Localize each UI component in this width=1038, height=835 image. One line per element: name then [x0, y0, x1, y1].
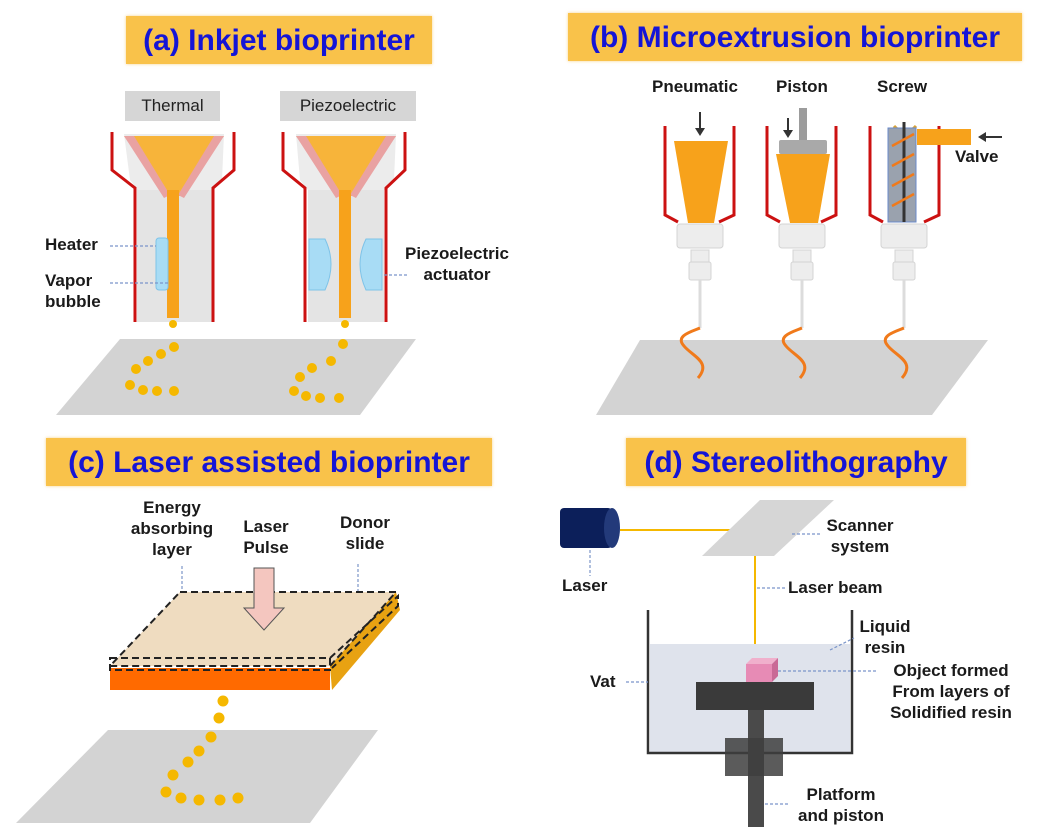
- substrate-plate: [56, 339, 416, 415]
- arrow-left-icon: [978, 132, 986, 142]
- thermal-nozzle: [110, 132, 236, 328]
- laser-source: [560, 508, 620, 576]
- label-object-formed: Object formed From layers of Solidified …: [890, 661, 1012, 722]
- label-vapor-bubble: Vapor bubble: [45, 271, 101, 311]
- substrate-plate: [16, 730, 378, 823]
- droplets: [160, 695, 244, 806]
- panel-b-title: (b) Microextrusion bioprinter: [568, 13, 1022, 61]
- piezo-actuator-left: [308, 238, 332, 291]
- label-piston: Piston: [776, 77, 828, 96]
- donor-slide-side: [330, 592, 400, 690]
- screw-syringe: [868, 122, 1002, 379]
- stereolithography-diagram: [560, 500, 876, 827]
- bioink-layer: [110, 668, 330, 690]
- piezo-actuator-right: [359, 238, 383, 291]
- panel-laser-assisted: (c) Laser assisted bioprinter Energy abs…: [0, 420, 520, 835]
- label-laser: Laser: [562, 576, 608, 595]
- formed-object: [746, 664, 772, 682]
- label-valve: Valve: [955, 147, 999, 166]
- panel-inkjet: (a) Inkjet bioprinter Thermal Piezoelect…: [0, 0, 520, 420]
- label-heater: Heater: [45, 235, 98, 254]
- label-scanner-system: Scanner system: [826, 516, 894, 556]
- subtype-piezoelectric: Piezoelectric: [280, 91, 416, 121]
- panel-c-title: (c) Laser assisted bioprinter: [46, 438, 492, 486]
- panel-microextrusion: (b) Microextrusion bioprinter Pneumatic …: [520, 0, 1038, 420]
- label-donor-slide: Donor slide: [339, 513, 391, 553]
- label-laser-beam: Laser beam: [788, 578, 883, 597]
- inkjet-diagram: [56, 132, 416, 415]
- label-energy-absorbing-layer: Energy absorbing layer: [130, 498, 214, 559]
- laser-assisted-diagram: [16, 564, 400, 823]
- piston-syringe: [765, 108, 838, 379]
- scanner-mirror: [702, 500, 834, 556]
- panel-d-title: (d) Stereolithography: [626, 438, 966, 486]
- label-piezoelectric-actuator: Piezoelectric actuator: [405, 244, 509, 284]
- label-laser-pulse: Laser Pulse: [243, 517, 289, 557]
- pneumatic-syringe: [663, 112, 736, 379]
- substrate-plate: [596, 340, 988, 415]
- label-screw: Screw: [877, 77, 928, 96]
- arrow-down-icon: [695, 128, 705, 136]
- label-vat: Vat: [590, 672, 616, 691]
- piezo-nozzle: [281, 132, 408, 328]
- label-pneumatic: Pneumatic: [652, 77, 738, 96]
- droplets-thermal: [125, 342, 179, 396]
- arrow-down-icon: [783, 130, 793, 138]
- label-liquid-resin: Liquid resin: [859, 617, 911, 657]
- panel-a-title: (a) Inkjet bioprinter: [126, 16, 432, 64]
- laser-pulse-arrow-icon: [242, 567, 286, 631]
- panel-stereolithography: (d) Stereolithography Lase: [520, 420, 1038, 835]
- droplets-piezo: [289, 339, 348, 403]
- donor-slide-top: [110, 592, 396, 666]
- heater-element: [155, 237, 169, 291]
- valve-inlet: [917, 129, 971, 145]
- microextrusion-diagram: [596, 108, 1002, 415]
- piston-guide: [725, 738, 783, 776]
- platform: [696, 682, 814, 710]
- subtype-thermal: Thermal: [125, 91, 220, 121]
- label-platform-piston: Platform and piston: [798, 785, 884, 825]
